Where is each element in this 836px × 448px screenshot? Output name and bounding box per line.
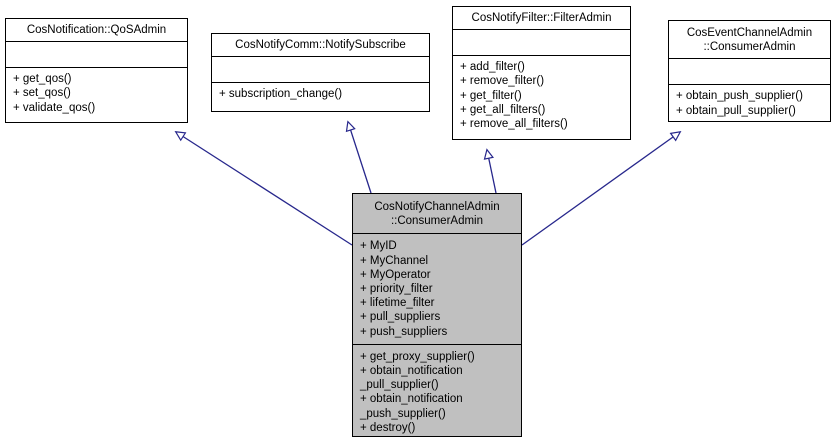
attribute-row: + MyID: [360, 240, 397, 253]
class-attributes-event-consumer-admin: [669, 58, 830, 84]
class-name-filter-admin: CosNotifyFilter::FilterAdmin: [471, 12, 612, 24]
class-operations-notify-consumer-admin: + get_proxy_supplier() + obtain_notifica…: [353, 343, 521, 439]
attribute-row: + pull_suppliers: [360, 311, 441, 324]
class-operations-notify-subscribe: + subscription_change(): [212, 82, 429, 105]
class-operations-qos-admin: + get_qos() + set_qos() + validate_qos(): [6, 67, 187, 119]
class-box-qos-admin[interactable]: CosNotification::QoSAdmin + get_qos() + …: [5, 18, 188, 123]
attribute-row: + lifetime_filter: [360, 297, 435, 310]
operation-row: + obtain_notification _push_supplier(): [360, 393, 463, 420]
edge-consumeradmin-to-eventconsumeradmin: [521, 130, 682, 246]
class-box-event-consumer-admin[interactable]: CosEventChannelAdmin ::ConsumerAdmin + o…: [668, 20, 831, 122]
class-name-notify-subscribe: CosNotifyComm::NotifySubscribe: [235, 39, 406, 51]
operation-row: + remove_filter(): [460, 75, 545, 88]
attribute-row: + MyOperator: [360, 268, 431, 281]
class-name-notify-consumer-admin: CosNotifyChannelAdmin ::ConsumerAdmin: [374, 201, 500, 228]
class-box-notify-subscribe[interactable]: CosNotifyComm::NotifySubscribe + subscri…: [211, 33, 430, 112]
class-attributes-notify-consumer-admin: + MyID + MyChannel + MyOperator + priori…: [353, 233, 521, 343]
operation-row: + set_qos(): [13, 87, 71, 100]
operation-row: + destroy(): [360, 421, 416, 434]
operation-row: + get_all_filters(): [460, 103, 546, 116]
edge-consumeradmin-to-qosadmin: [174, 131, 353, 246]
operation-row: + get_filter(): [460, 89, 522, 102]
operation-row: + obtain_pull_supplier(): [676, 104, 796, 117]
operation-row: + validate_qos(): [13, 101, 96, 114]
attribute-row: + priority_filter: [360, 283, 433, 296]
attribute-row: + MyChannel: [360, 254, 429, 267]
class-attributes-notify-subscribe: [212, 56, 429, 82]
class-attributes-qos-admin: [6, 41, 187, 67]
operation-row: + get_qos(): [13, 73, 72, 86]
operation-row: + obtain_push_supplier(): [676, 90, 803, 103]
class-box-notify-consumer-admin[interactable]: CosNotifyChannelAdmin ::ConsumerAdmin + …: [352, 193, 522, 437]
class-operations-filter-admin: + add_filter() + remove_filter() + get_f…: [453, 55, 630, 135]
class-attributes-filter-admin: [453, 29, 630, 55]
attribute-row: + push_suppliers: [360, 325, 448, 338]
class-operations-event-consumer-admin: + obtain_push_supplier() + obtain_pull_s…: [669, 84, 830, 121]
operation-row: + add_filter(): [460, 61, 525, 74]
operation-row: + get_proxy_supplier(): [360, 350, 475, 363]
class-name-event-consumer-admin: CosEventChannelAdmin ::ConsumerAdmin: [686, 27, 813, 54]
operation-row: + subscription_change(): [219, 88, 343, 101]
edge-consumeradmin-to-filteradmin: [483, 148, 497, 194]
operation-row: + obtain_notification _pull_supplier(): [360, 365, 463, 392]
operation-row: + remove_all_filters(): [460, 118, 568, 131]
class-box-filter-admin[interactable]: CosNotifyFilter::FilterAdmin + add_filte…: [452, 6, 631, 140]
class-name-qos-admin: CosNotification::QoSAdmin: [26, 24, 167, 36]
edge-consumeradmin-to-notifysubscribe: [345, 120, 372, 194]
